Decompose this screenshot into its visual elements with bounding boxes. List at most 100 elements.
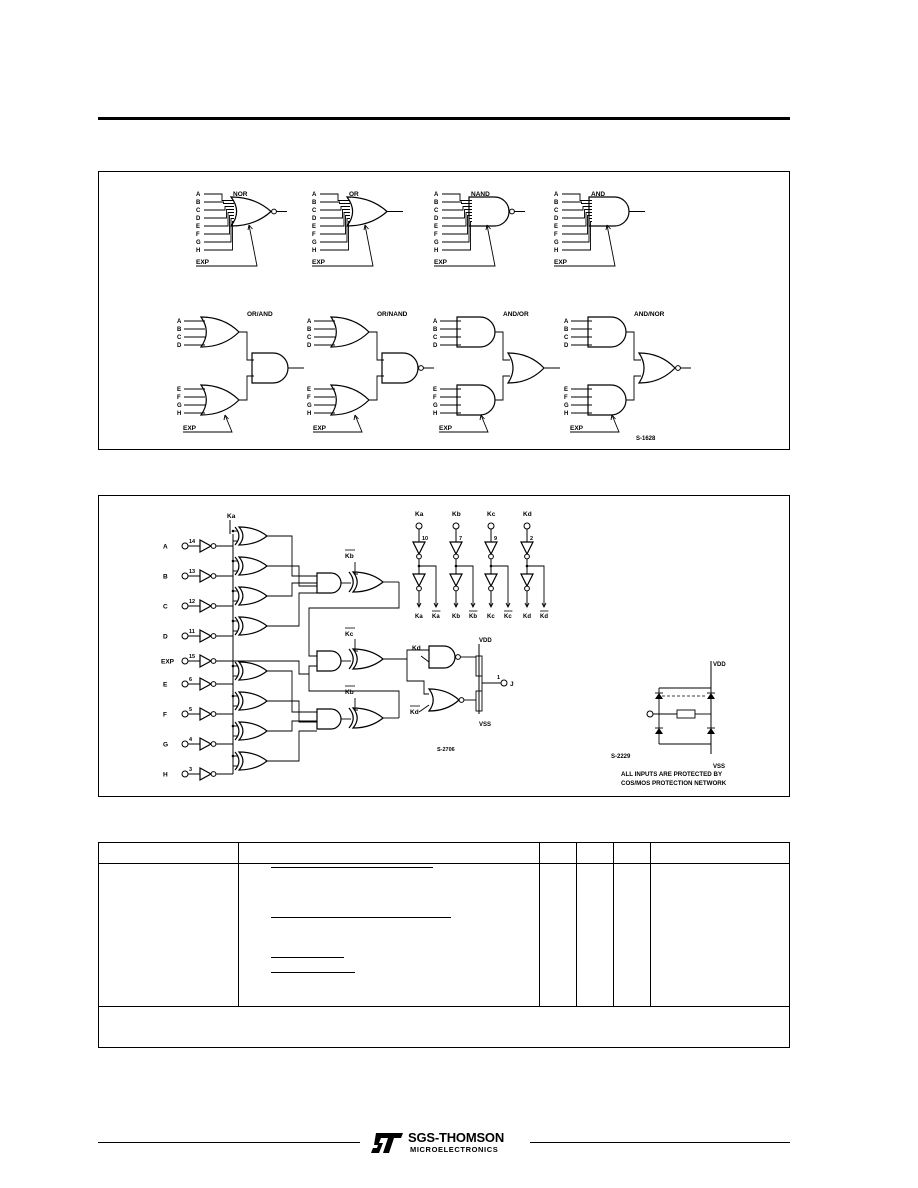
vdd-label: VDD [713, 662, 726, 668]
footer-rule-right [530, 1142, 790, 1144]
input-d: D 11 [163, 628, 233, 644]
input-label: H [312, 248, 316, 254]
wire [284, 720, 317, 732]
input-wire [204, 209, 234, 219]
input-label: A [434, 192, 439, 198]
inversion-bubble [455, 654, 461, 660]
protected-input-pin [646, 710, 654, 718]
pin-number: 15 [189, 654, 195, 660]
gate-symbol [588, 196, 630, 227]
input-label: E [554, 224, 558, 230]
input-h: H3 [163, 766, 233, 782]
inversion-bubble [509, 208, 515, 215]
input-label: D [554, 216, 559, 222]
input-xor-gate [231, 661, 284, 681]
control-pin [523, 522, 531, 530]
input-wire [204, 212, 234, 227]
combo-name: AND/NOR [634, 311, 665, 318]
pin-number: 12 [189, 599, 195, 605]
figure-code: S-2229 [611, 754, 631, 760]
input-pin [181, 572, 189, 580]
junction-dot [231, 694, 235, 698]
kd-label: Kd [412, 645, 421, 652]
input-label: B [434, 200, 439, 206]
gate-symbol [199, 316, 240, 348]
input-label: G [307, 403, 312, 409]
input-xor-gate [231, 751, 284, 771]
input-buffer [199, 598, 213, 614]
wire [419, 565, 437, 606]
input-label: A [163, 544, 168, 551]
wire [284, 670, 317, 713]
inversion-bubble [271, 208, 277, 215]
input-label: B [196, 200, 201, 206]
input-label: F [307, 395, 311, 401]
control-label: Kc [487, 511, 496, 518]
input-pin [181, 542, 189, 550]
input-label: G [434, 240, 439, 246]
input-label: E [163, 682, 168, 689]
input-buffer [199, 538, 213, 554]
input-label: G [177, 403, 182, 409]
input-b: B13 [163, 568, 233, 584]
exp-wire [354, 224, 374, 267]
gate-symbol [456, 316, 496, 348]
input-wire [204, 218, 234, 243]
xor-gate-arc [348, 571, 354, 593]
logic-function-diagram: ABCDEFGHNOREXPABCDEFGHOREXPABCDEFGHNANDE… [177, 191, 691, 442]
kd-label: Kd [410, 709, 419, 716]
input-label: G [312, 240, 317, 246]
input-label: G [196, 240, 201, 246]
logic-diagram: A14B13C12D11EXP15E6F5G4H3KaKbKbKcKdKdVDD… [161, 511, 727, 787]
inversion-bubble [210, 741, 217, 747]
exp-label: EXP [434, 259, 448, 266]
pin-number: 9 [494, 536, 497, 542]
exp-wire [596, 224, 616, 267]
protection-diode [707, 728, 715, 734]
input-wire [562, 209, 592, 219]
gate-symbol [637, 352, 676, 384]
input-label: C [433, 335, 438, 341]
inversion-bubble [488, 585, 494, 592]
signal-label: Kb [469, 614, 477, 620]
input-label: D [163, 634, 168, 641]
exp-arrow [485, 224, 491, 231]
output-and-gate [428, 645, 456, 669]
and-gate-top [316, 572, 342, 594]
exp-wire [352, 414, 363, 433]
input-label: E [312, 224, 316, 230]
input-label: F [312, 232, 316, 238]
st-logo-icon [371, 1133, 403, 1153]
wire [495, 375, 510, 401]
input-wire [320, 193, 350, 201]
output-pin [500, 679, 508, 687]
wire [284, 535, 317, 577]
arrow [433, 602, 439, 609]
input-label: C [554, 208, 559, 214]
wire [406, 649, 429, 659]
pin-number: 14 [189, 539, 196, 545]
control-label: Kd [523, 511, 532, 518]
arrow [470, 602, 476, 609]
input-label: C [312, 208, 317, 214]
table-underline [271, 867, 433, 869]
inversion-bubble [210, 603, 217, 609]
wire [284, 565, 317, 587]
wire [284, 730, 317, 762]
input-label: C [434, 208, 439, 214]
gate-symbol [587, 384, 627, 416]
exp-arrow [479, 414, 485, 421]
input-wire [204, 221, 234, 251]
wire [284, 700, 317, 723]
gate-name: NOR [233, 191, 248, 198]
input-label: D [307, 343, 312, 349]
xor-gate-arc [348, 707, 354, 729]
protection-diode [655, 728, 663, 734]
pin-number: 11 [189, 629, 195, 635]
exp-label: EXP [554, 259, 568, 266]
table-underline [271, 957, 344, 959]
